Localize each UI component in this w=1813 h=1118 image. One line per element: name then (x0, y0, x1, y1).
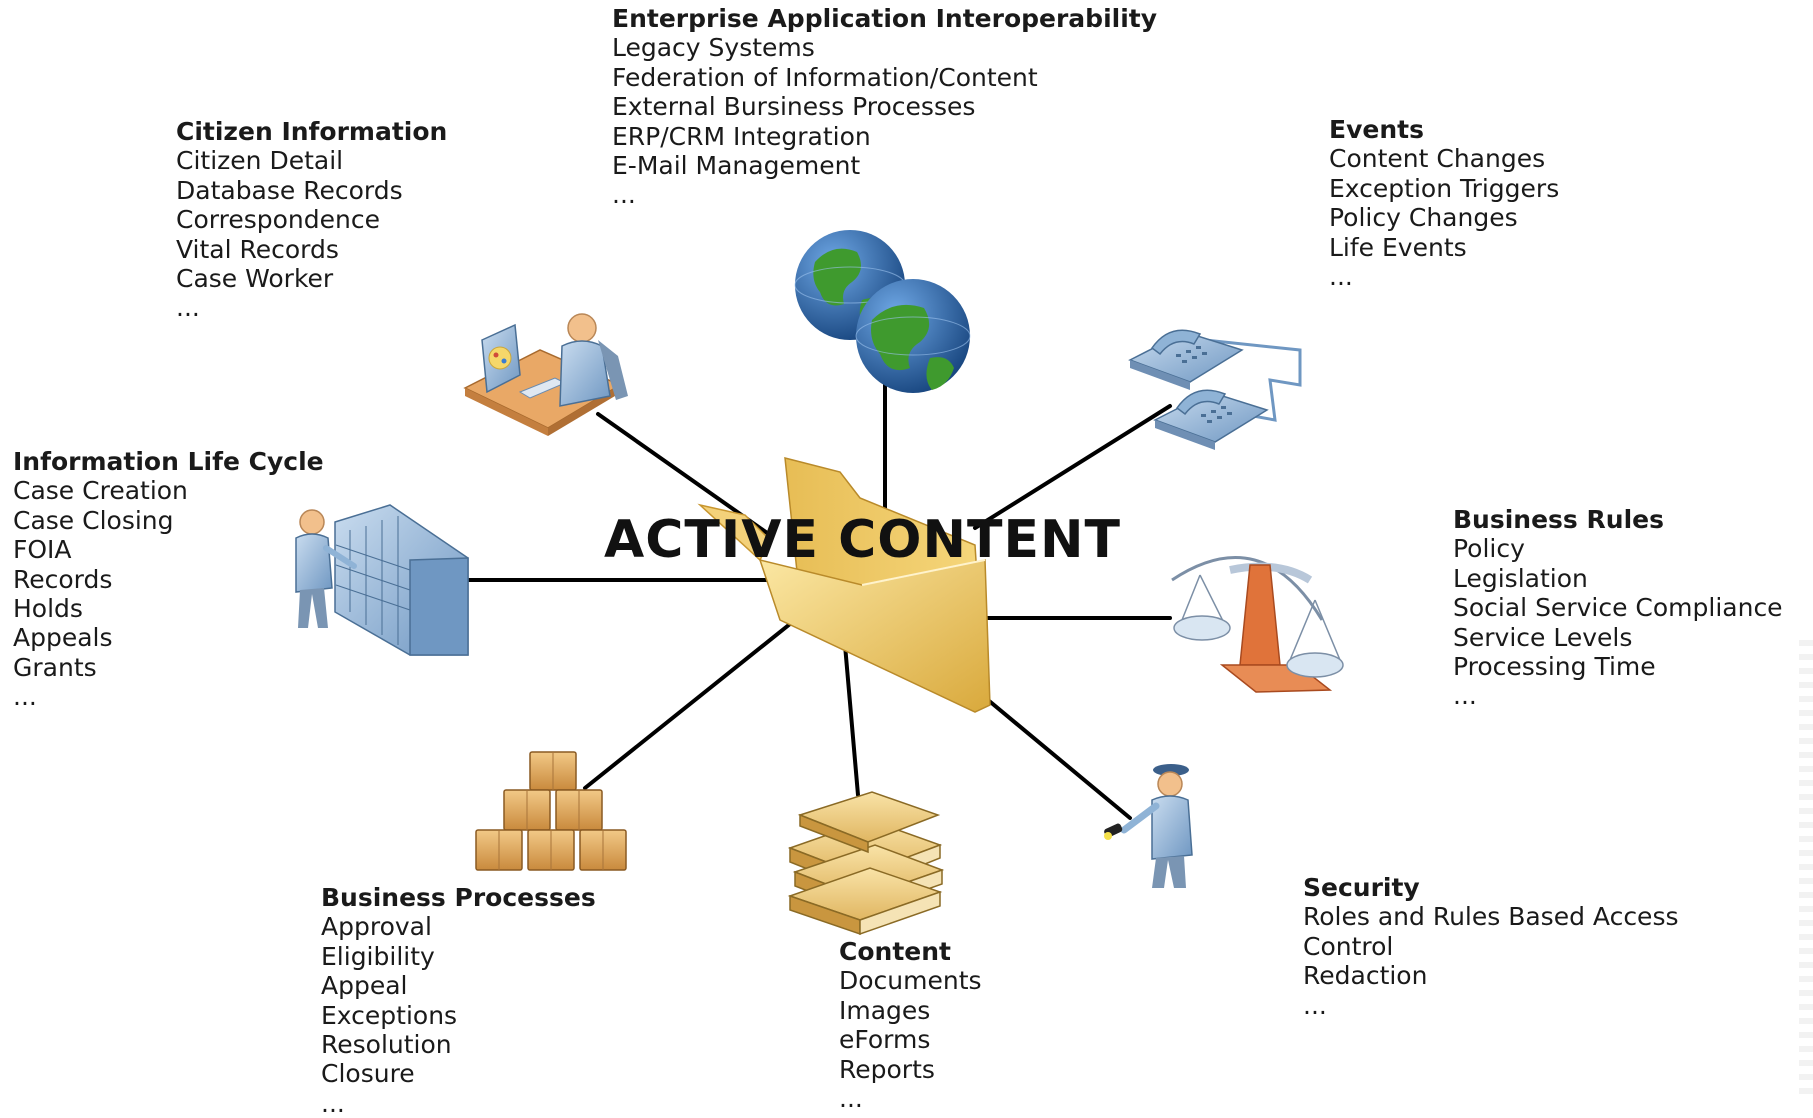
node-item: Eligibility (321, 941, 435, 971)
node-item: ... (1329, 262, 1353, 292)
node-item: Legislation (1453, 563, 1588, 593)
node-business-rules: Business Rules Policy Legislation Social… (1453, 505, 1783, 711)
connector-content (843, 643, 860, 797)
node-item: Redaction (1303, 961, 1428, 991)
node-citizen-information: Citizen Information Citizen Detail Datab… (176, 117, 447, 323)
node-eai: Enterprise Application Interoperability … (612, 4, 1157, 210)
node-item: Appeals (13, 623, 113, 653)
node-information-life-cycle: Information Life Cycle Case Creation Cas… (13, 447, 324, 712)
node-item: Policy Changes (1329, 203, 1518, 233)
node-item: Approval (321, 912, 432, 942)
node-item: ... (612, 180, 636, 210)
node-item: E-Mail Management (612, 151, 861, 181)
node-item: Closure (321, 1059, 415, 1089)
connector-events (973, 404, 1172, 530)
node-item: Content Changes (1329, 144, 1546, 174)
node-content: Content Documents Images eForms Reports … (839, 937, 982, 1113)
node-heading: Citizen Information (176, 117, 448, 146)
node-item: Case Closing (13, 505, 174, 535)
connector-processes (583, 618, 797, 790)
node-item: ... (839, 1084, 863, 1114)
node-item: Records (13, 564, 113, 594)
node-item: Processing Time (1453, 652, 1656, 682)
node-item: Policy (1453, 534, 1525, 564)
node-item: External Bursiness Processes (612, 92, 976, 122)
books-icon (787, 791, 945, 936)
node-item: Exceptions (321, 1000, 458, 1030)
node-item: ... (1453, 681, 1477, 711)
node-item: Roles and Rules Based Access (1303, 902, 1679, 932)
node-item: Holds (13, 594, 83, 624)
server-rack-user-icon (295, 504, 469, 656)
node-item: Case Creation (13, 476, 188, 506)
connector-lines (464, 370, 1172, 820)
node-item: Social Service Compliance (1453, 593, 1783, 623)
node-item: Documents (839, 966, 982, 996)
node-item: ... (176, 293, 200, 323)
boxes-icon (475, 751, 627, 871)
center-title: ACTIVE CONTENT (604, 510, 1121, 570)
node-heading: Security (1303, 873, 1420, 902)
node-item: Case Worker (176, 264, 334, 294)
node-heading: Business Processes (321, 883, 596, 912)
computer-user-icon (463, 313, 628, 436)
edge-artifact (1799, 640, 1813, 1100)
node-item: ERP/CRM Integration (612, 121, 871, 151)
node-item: Reports (839, 1054, 935, 1084)
node-item: Images (839, 995, 931, 1025)
node-item: Database Records (176, 175, 403, 205)
node-security: Security Roles and Rules Based Access Co… (1303, 873, 1679, 1020)
node-item: Appeal (321, 971, 408, 1001)
node-heading: Business Rules (1453, 505, 1664, 534)
node-heading: Information Life Cycle (13, 447, 324, 476)
node-item: Life Events (1329, 232, 1467, 262)
telephones-icon (1128, 329, 1302, 450)
node-item: Grants (13, 652, 97, 682)
node-item: Exception Triggers (1329, 173, 1560, 203)
node-item: Vital Records (176, 234, 339, 264)
scales-icon (1171, 556, 1344, 693)
node-item: Control (1303, 931, 1394, 961)
node-events: Events Content Changes Exception Trigger… (1329, 115, 1559, 291)
node-item: Resolution (321, 1030, 452, 1060)
node-item: ... (1303, 990, 1327, 1020)
node-business-processes: Business Processes Approval Eligibility … (321, 883, 596, 1118)
globes-icon (794, 230, 971, 393)
node-item: ... (321, 1088, 345, 1118)
node-item: Correspondence (176, 205, 380, 235)
node-item: Legacy Systems (612, 33, 815, 63)
node-heading: Enterprise Application Interoperability (612, 4, 1158, 33)
folder-icon (697, 457, 991, 713)
node-item: FOIA (13, 535, 72, 565)
connector-security (980, 693, 1132, 820)
node-item: Service Levels (1453, 622, 1633, 652)
node-heading: Content (839, 937, 951, 966)
node-item: Federation of Information/Content (612, 62, 1038, 92)
node-heading: Events (1329, 115, 1424, 144)
node-item: Citizen Detail (176, 146, 344, 176)
security-guard-icon (1104, 764, 1193, 888)
node-item: ... (13, 682, 37, 712)
node-item: eForms (839, 1025, 931, 1055)
